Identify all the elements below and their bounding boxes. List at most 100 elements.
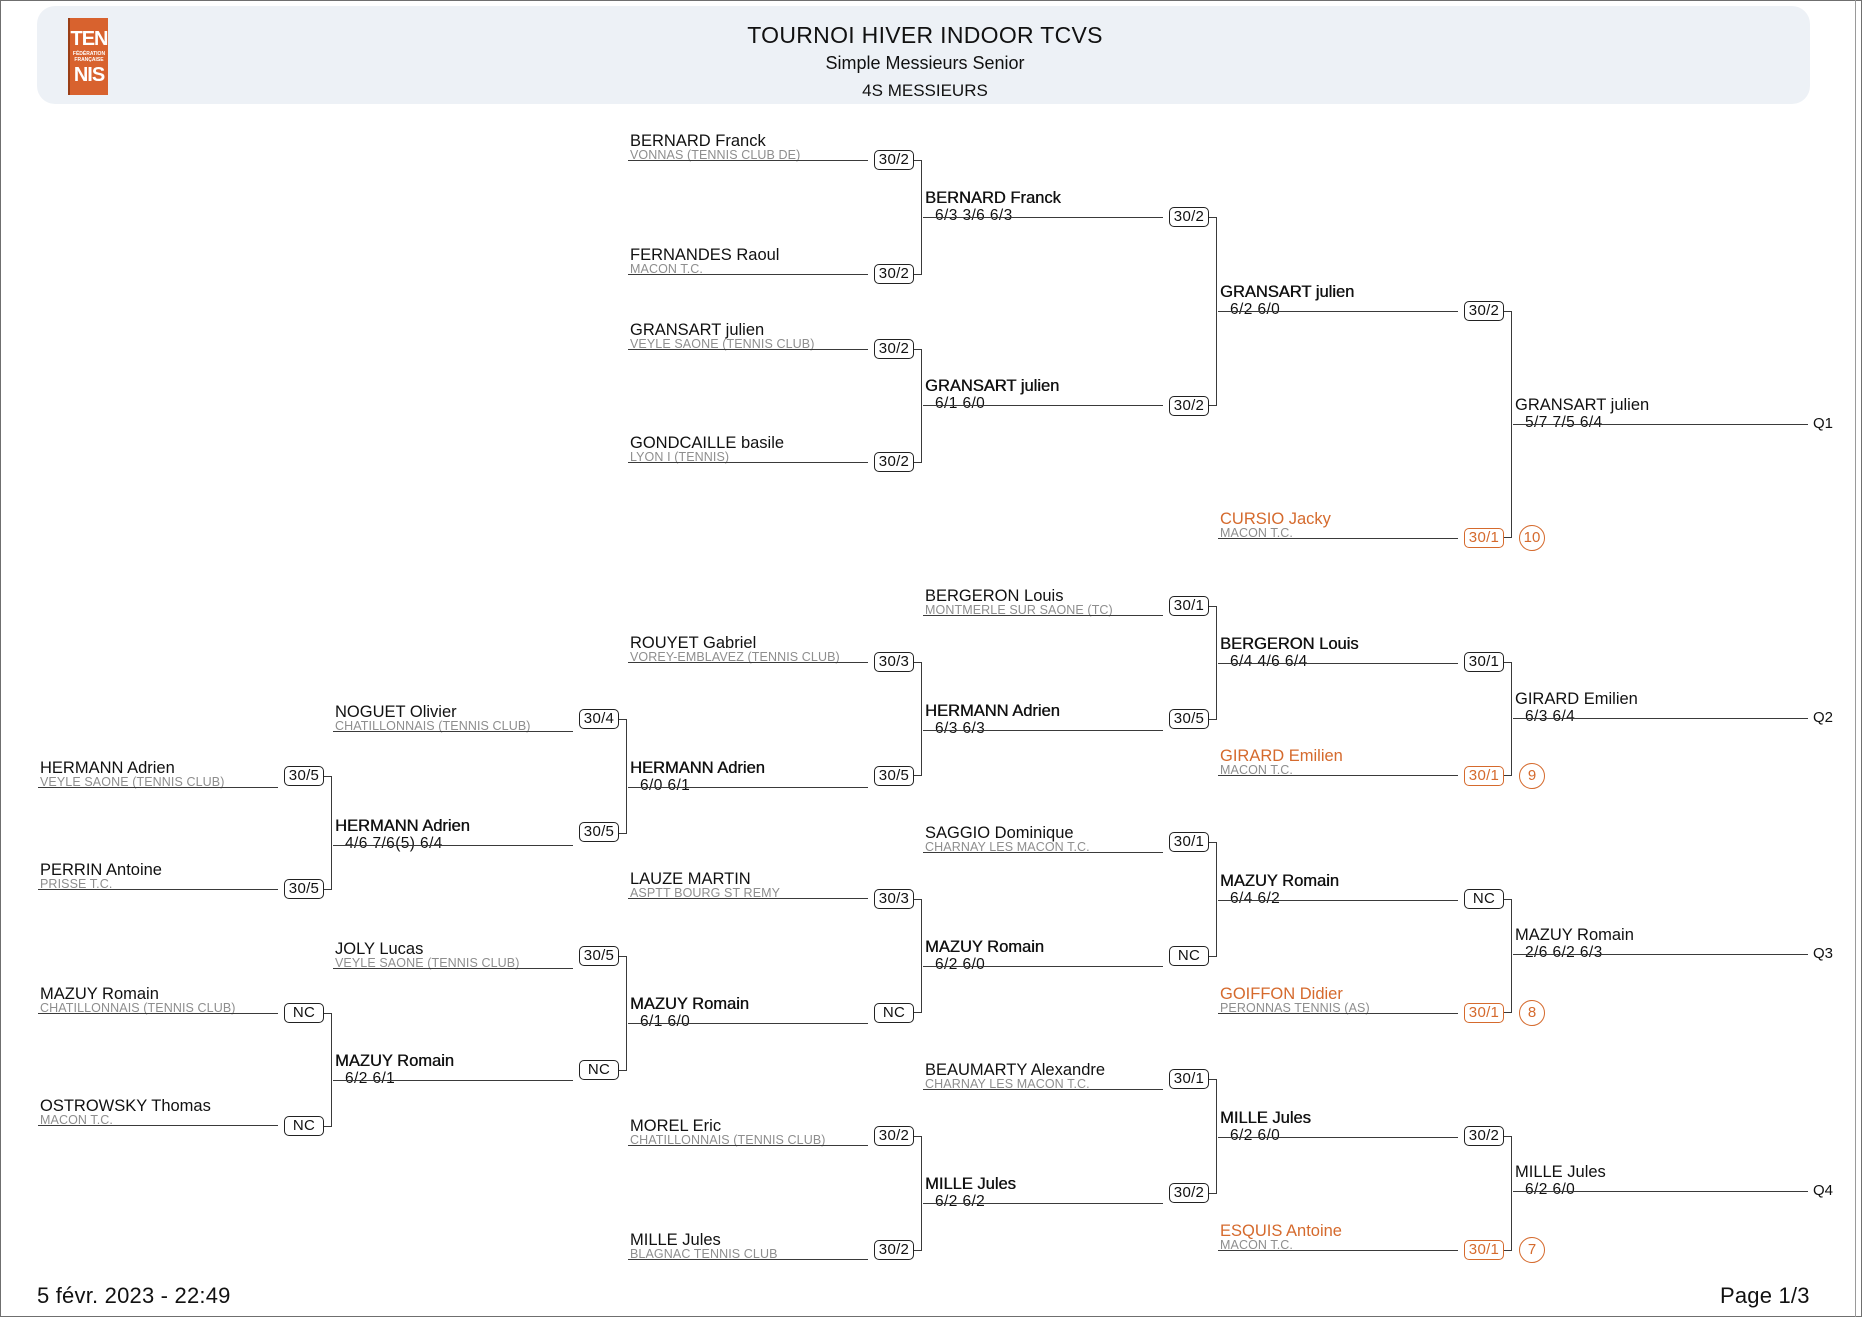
- seeded-player-entry[interactable]: GIRARD Emilien MACON T.C.: [1218, 746, 1458, 777]
- title-block: TOURNOI HIVER INDOOR TCVS Simple Messieu…: [540, 20, 1310, 104]
- player-entry[interactable]: ROUYET Gabriel VOREY-EMBLAVEZ (TENNIS CL…: [628, 633, 868, 664]
- qualifier-line: [1753, 1191, 1808, 1192]
- seeded-player-entry[interactable]: ESQUIS Antoine MACON T.C.: [1218, 1221, 1458, 1252]
- qualifier-line: [1753, 718, 1808, 719]
- bracket-connector: [324, 776, 332, 890]
- player-entry[interactable]: NOGUET Olivier CHATILLONNAIS (TENNIS CLU…: [333, 702, 573, 733]
- player-name: BERNARD Franck: [630, 132, 766, 150]
- bracket-line: [1218, 1013, 1458, 1014]
- player-entry[interactable]: JOLY Lucas VEYLE SAONE (TENNIS CLUB): [333, 939, 573, 970]
- player-entry[interactable]: FERNANDES Raoul MACON T.C.: [628, 245, 868, 276]
- winner-name: GRANSART julien: [1220, 283, 1355, 301]
- winner-name: GRANSART julien: [925, 377, 1060, 395]
- bracket-line: [628, 1259, 868, 1260]
- match-score: 6/2 6/0: [1525, 1181, 1576, 1198]
- ranking-badge: 30/5: [874, 766, 914, 786]
- player-name: BERGERON Louis: [925, 587, 1064, 605]
- match-winner-entry[interactable]: HERMANN Adrien 6/3 6/3: [923, 701, 1163, 737]
- seed-number: 10: [1519, 525, 1545, 551]
- player-entry[interactable]: SAGGIO Dominique CHARNAY LES MACON T.C.: [923, 823, 1163, 854]
- player-entry[interactable]: BERNARD Franck VONNAS (TENNIS CLUB DE): [628, 131, 868, 162]
- player-club: ASPTT BOURG ST REMY: [630, 886, 781, 900]
- player-entry[interactable]: HERMANN Adrien VEYLE SAONE (TENNIS CLUB): [38, 758, 278, 789]
- match-winner-entry[interactable]: HERMANN Adrien 4/6 7/6(5) 6/4: [333, 816, 573, 852]
- match-winner-entry[interactable]: GRANSART julien 6/1 6/0: [923, 376, 1163, 412]
- match-winner-entry[interactable]: BERNARD Franck 6/3 3/6 6/3: [923, 188, 1163, 224]
- qualifier-entry[interactable]: MAZUY Romain 2/6 6/2 6/3: [1513, 925, 1753, 961]
- match-winner-entry[interactable]: GRANSART julien 6/2 6/0: [1218, 282, 1458, 318]
- player-entry[interactable]: BERGERON Louis MONTMERLE SUR SAONE (TC): [923, 586, 1163, 617]
- player-entry[interactable]: MAZUY Romain CHATILLONNAIS (TENNIS CLUB): [38, 984, 278, 1015]
- bracket-connector: [619, 719, 627, 834]
- player-club: LYON I (TENNIS): [630, 450, 730, 464]
- ranking-badge: 30/5: [1169, 709, 1209, 729]
- player-club: CHATILLONNAIS (TENNIS CLUB): [335, 719, 531, 733]
- player-club: VOREY-EMBLAVEZ (TENNIS CLUB): [630, 650, 840, 664]
- bracket-line: [38, 1013, 278, 1014]
- player-name: JOLY Lucas: [335, 940, 424, 958]
- player-name: OSTROWSKY Thomas: [40, 1097, 211, 1115]
- qualifier-entry[interactable]: MILLE Jules 6/2 6/0: [1513, 1162, 1753, 1198]
- bracket-line: [1513, 954, 1753, 955]
- player-entry[interactable]: GONDCAILLE basile LYON I (TENNIS): [628, 433, 868, 464]
- winner-name: HERMANN Adrien: [925, 702, 1060, 720]
- bracket-connector: [1209, 217, 1217, 406]
- seeded-player-entry[interactable]: GOIFFON Didier PERONNAS TENNIS (AS): [1218, 984, 1458, 1015]
- ranking-badge: 30/2: [1464, 1126, 1504, 1146]
- player-entry[interactable]: MOREL Eric CHATILLONNAIS (TENNIS CLUB): [628, 1116, 868, 1147]
- match-winner-entry[interactable]: MAZUY Romain 6/1 6/0: [628, 994, 868, 1030]
- player-name: BEAUMARTY Alexandre: [925, 1061, 1106, 1079]
- bracket-line: [1218, 900, 1458, 901]
- bracket-connector: [1504, 662, 1512, 776]
- seeded-player-entry[interactable]: CURSIO Jacky MACON T.C.: [1218, 509, 1458, 540]
- player-entry[interactable]: OSTROWSKY Thomas MACON T.C.: [38, 1096, 278, 1127]
- event-subtitle: Simple Messieurs Senior: [825, 53, 1025, 73]
- match-winner-entry[interactable]: MILLE Jules 6/2 6/0: [1218, 1108, 1458, 1144]
- ranking-badge: 30/5: [284, 766, 324, 786]
- match-winner-entry[interactable]: MAZUY Romain 6/2 6/1: [333, 1051, 573, 1087]
- bracket-line: [923, 1203, 1163, 1204]
- match-winner-entry[interactable]: MILLE Jules 6/2 6/2: [923, 1174, 1163, 1210]
- qualifier-entry[interactable]: GIRARD Emilien 6/3 6/4: [1513, 689, 1753, 725]
- player-entry[interactable]: BEAUMARTY Alexandre CHARNAY LES MACON T.…: [923, 1060, 1163, 1091]
- player-name: FERNANDES Raoul: [630, 246, 780, 264]
- player-club: MACON T.C.: [1220, 763, 1293, 777]
- player-name: GOIFFON Didier: [1220, 985, 1343, 1003]
- ranking-badge: 30/2: [874, 339, 914, 359]
- match-winner-entry[interactable]: BERGERON Louis 6/4 4/6 6/4: [1218, 634, 1458, 670]
- player-club: MACON T.C.: [1220, 1238, 1293, 1252]
- bracket-line: [1513, 424, 1753, 425]
- player-club: MACON T.C.: [630, 262, 703, 276]
- match-winner-entry[interactable]: MAZUY Romain 6/2 6/0: [923, 937, 1163, 973]
- ranking-badge: 30/2: [874, 150, 914, 170]
- ranking-badge: NC: [284, 1116, 324, 1136]
- qualifier-entry[interactable]: GRANSART julien 5/7 7/5 6/4: [1513, 395, 1753, 431]
- player-entry[interactable]: GRANSART julien VEYLE SAONE (TENNIS CLUB…: [628, 320, 868, 351]
- seed-number: 8: [1519, 1000, 1545, 1026]
- player-club: CHARNAY LES MACON T.C.: [925, 1077, 1090, 1091]
- match-score: 6/2 6/0: [1230, 1127, 1281, 1144]
- player-entry[interactable]: LAUZE MARTIN ASPTT BOURG ST REMY: [628, 869, 868, 900]
- bracket-line: [1218, 311, 1458, 312]
- player-entry[interactable]: MILLE Jules BLAGNAC TENNIS CLUB: [628, 1230, 868, 1261]
- bracket-line: [628, 274, 868, 275]
- player-entry[interactable]: PERRIN Antoine PRISSE T.C.: [38, 860, 278, 891]
- player-club: MACON T.C.: [40, 1113, 113, 1127]
- match-winner-entry[interactable]: MAZUY Romain 6/4 6/2: [1218, 871, 1458, 907]
- bracket-connector: [914, 1136, 922, 1251]
- bracket-line: [628, 898, 868, 899]
- match-winner-entry[interactable]: HERMANN Adrien 6/0 6/1: [628, 758, 868, 794]
- player-name: GRANSART julien: [630, 321, 765, 339]
- page-number: Page 1/3: [1720, 1283, 1810, 1308]
- player-club: MACON T.C.: [1220, 526, 1293, 540]
- bracket-line: [1513, 1191, 1753, 1192]
- bracket-connector: [1209, 842, 1217, 957]
- player-name: PERRIN Antoine: [40, 861, 162, 879]
- ranking-badge: 30/1: [1169, 596, 1209, 616]
- bracket-line: [38, 787, 278, 788]
- match-score: 6/4 6/2: [1230, 890, 1281, 907]
- match-score: 6/2 6/2: [935, 1193, 986, 1210]
- bracket-line: [628, 787, 868, 788]
- bracket-line: [38, 1125, 278, 1126]
- player-club: VEYLE SAONE (TENNIS CLUB): [630, 337, 815, 351]
